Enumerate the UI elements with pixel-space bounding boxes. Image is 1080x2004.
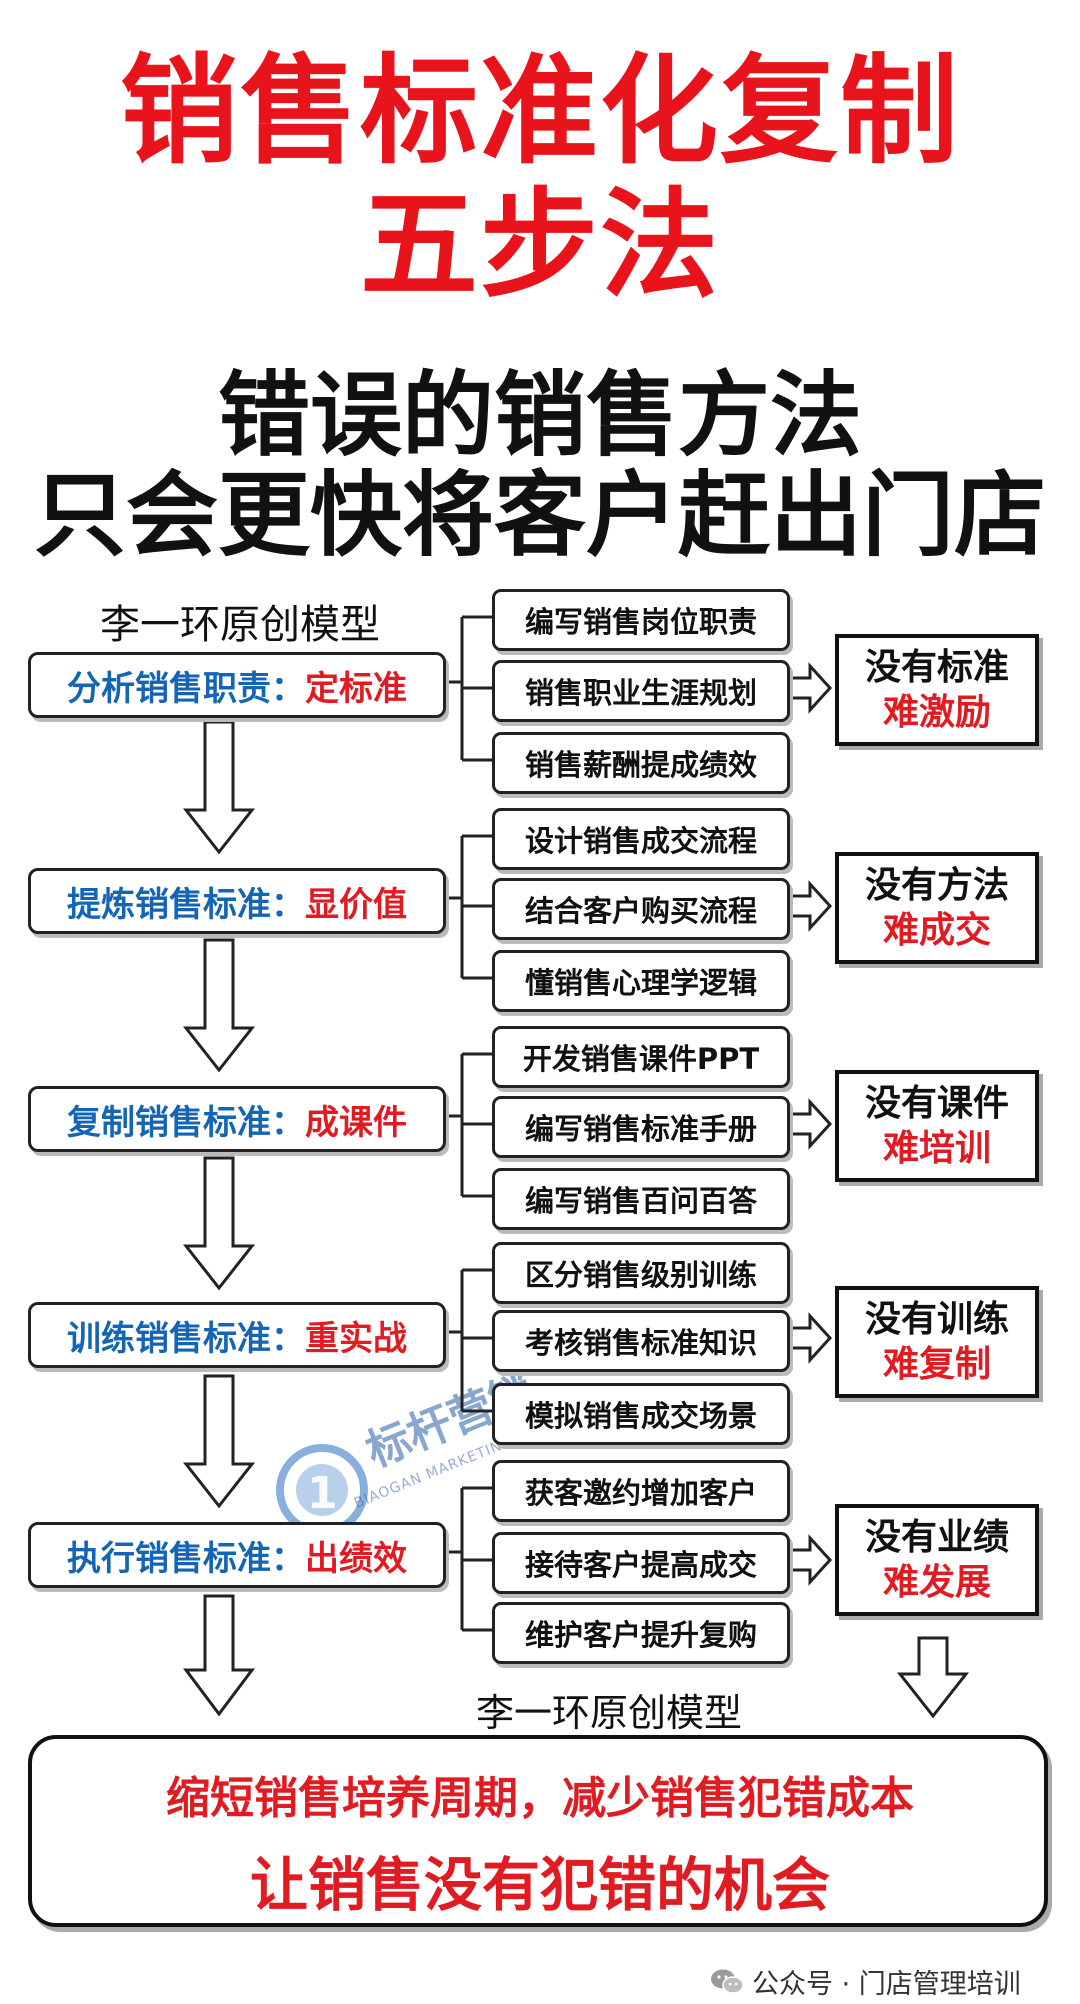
step-1-result-line2: 难激励 — [882, 692, 991, 733]
wechat-icon — [711, 1969, 744, 1994]
step-4-action-2: 考核销售标准知识 — [492, 1310, 790, 1372]
footer: 公众号 · 门店管理培训 — [710, 1962, 1021, 2001]
step-3-result-line2: 难培训 — [882, 1128, 991, 1169]
step-2-action-2: 结合客户购买流程 — [492, 878, 790, 940]
step-2-action-1: 设计销售成交流程 — [492, 808, 790, 870]
step-4-emphasis: 重实战 — [305, 1318, 407, 1359]
step-3-label: 复制销售标准： — [67, 1102, 305, 1143]
step-4-label: 训练销售标准： — [67, 1318, 305, 1359]
step-1-action-2: 销售职业生涯规划 — [492, 660, 790, 722]
step-3-action-3: 编写销售百问百答 — [492, 1168, 790, 1230]
step-1-action-3: 销售薪酬提成绩效 — [492, 732, 790, 794]
step-5-action-3: 维护客户提升复购 — [492, 1602, 790, 1664]
step-2-box: 提炼销售标准：显价值 — [28, 868, 446, 934]
conclusion-box — [28, 1735, 1048, 1927]
credit-bottom: 李一环原创模型 — [476, 1691, 743, 1735]
step-4-result-line1: 没有训练 — [864, 1299, 1009, 1340]
step-5-emphasis: 出绩效 — [305, 1538, 407, 1579]
step-4-box: 训练销售标准：重实战 — [28, 1302, 446, 1368]
step-3-action-2: 编写销售标准手册 — [492, 1096, 790, 1158]
step-2-result-line2: 难成交 — [882, 910, 991, 951]
step-5-box: 执行销售标准：出绩效 — [28, 1522, 446, 1588]
step-4-result: 没有训练 难复制 — [835, 1286, 1039, 1398]
step-3-action-1: 开发销售课件PPT — [492, 1026, 790, 1088]
step-5-result-line1: 没有业绩 — [864, 1517, 1009, 1558]
down-arrows — [182, 720, 970, 1719]
conclusion-line1: 缩短销售培养周期，减少销售犯错成本 — [166, 1773, 914, 1824]
right-arrows — [786, 662, 833, 1586]
step-2-result-line1: 没有方法 — [864, 865, 1009, 906]
step-5-label: 执行销售标准： — [67, 1538, 305, 1579]
step-3-result-line1: 没有课件 — [864, 1083, 1009, 1124]
step-3-box: 复制销售标准：成课件 — [28, 1086, 446, 1152]
step-1-result-line1: 没有标准 — [864, 647, 1009, 688]
step-1-result: 没有标准 难激励 — [835, 634, 1039, 746]
footer-text: 公众号 · 门店管理培训 — [752, 1969, 1021, 2000]
step-3-result: 没有课件 难培训 — [835, 1070, 1039, 1182]
step-5-result-line2: 难发展 — [882, 1562, 991, 1603]
step-1-label: 分析销售职责： — [67, 668, 305, 709]
credit-top: 李一环原创模型 — [100, 602, 380, 648]
main-title-line1: 销售标准化复制 — [119, 42, 960, 180]
step-3-emphasis: 成课件 — [305, 1102, 407, 1143]
step-1-action-1: 编写销售岗位职责 — [492, 589, 790, 651]
step-2-label: 提炼销售标准： — [67, 884, 305, 925]
step-5-result: 没有业绩 难发展 — [835, 1504, 1039, 1616]
conclusion-line2: 让销售没有犯错的机会 — [249, 1851, 830, 1919]
step-5-action-1: 获客邀约增加客户 — [492, 1460, 790, 1522]
main-title-line2: 五步法 — [359, 176, 720, 314]
step-4-result-line2: 难复制 — [882, 1344, 991, 1385]
step-4-action-1: 区分销售级别训练 — [492, 1242, 790, 1304]
watermark-logo-digit: 1 — [307, 1468, 338, 1519]
step-1-box: 分析销售职责：定标准 — [28, 652, 446, 718]
step-1-emphasis: 定标准 — [305, 668, 407, 709]
step-2-result: 没有方法 难成交 — [835, 852, 1039, 964]
subtitle-line2: 只会更快将客户赶出门店 — [33, 462, 1046, 569]
subtitle-line1: 错误的销售方法 — [217, 362, 862, 469]
step-4-action-3: 模拟销售成交场景 — [492, 1383, 790, 1445]
step-2-emphasis: 显价值 — [305, 884, 407, 925]
step-2-action-3: 懂销售心理学逻辑 — [492, 950, 790, 1012]
step-5-action-2: 接待客户提高成交 — [492, 1532, 790, 1594]
